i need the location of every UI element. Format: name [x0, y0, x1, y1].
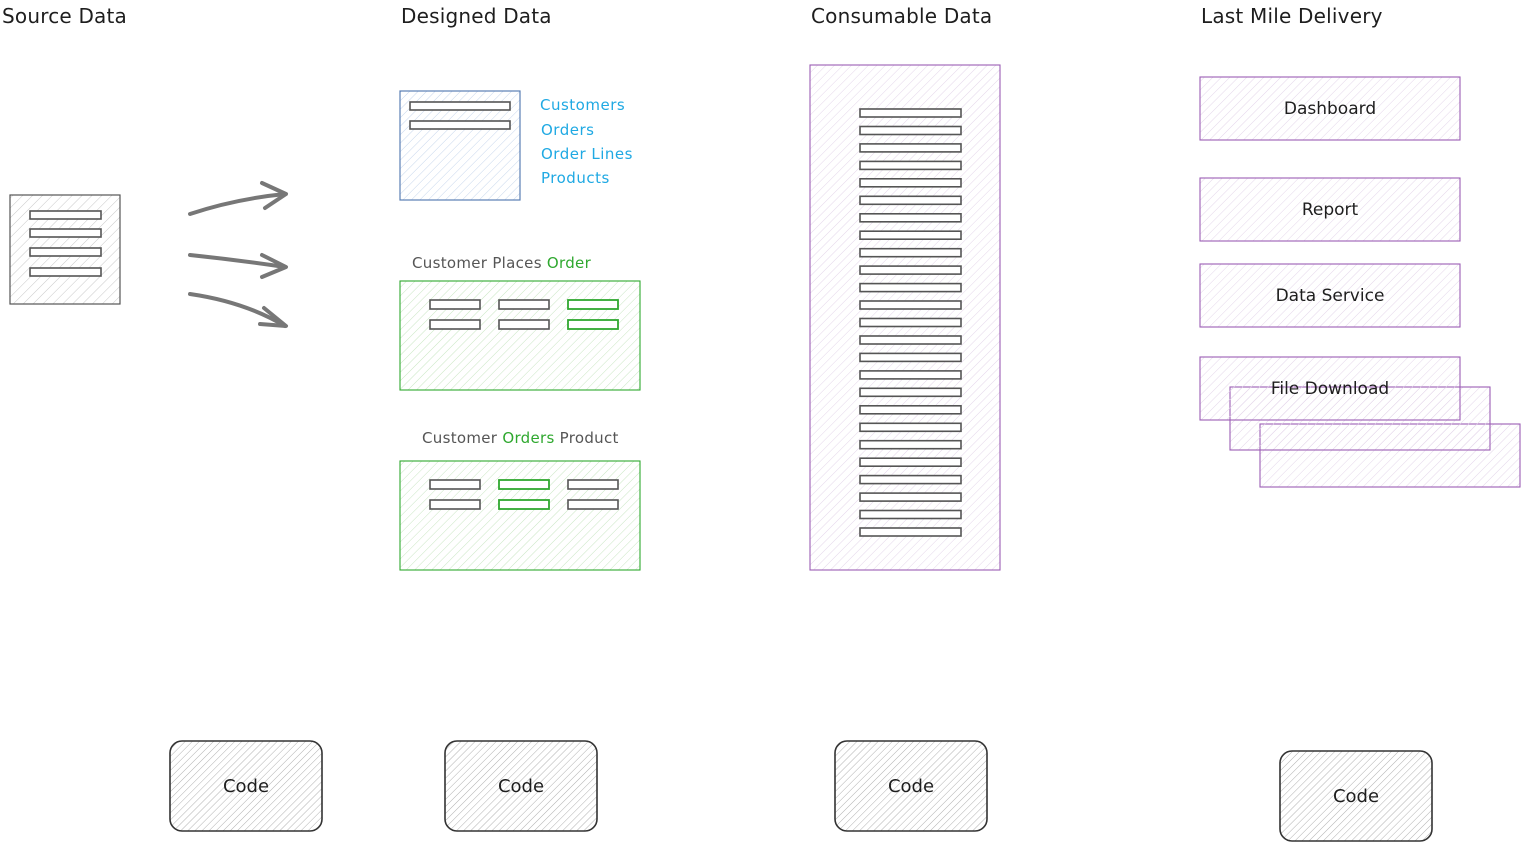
entity-label-order-lines: Order Lines	[541, 145, 633, 163]
consumable-table-row	[859, 370, 962, 380]
consumable-table-row	[859, 213, 962, 223]
fact-label-text: Customer	[422, 429, 503, 447]
consumable-table-row	[859, 439, 962, 450]
fact-label-places-order: Customer Places Order	[412, 254, 591, 272]
consumable-table-row	[859, 265, 962, 275]
fact-label-highlight: Orders	[502, 429, 555, 447]
fact-label-highlight: Order	[546, 254, 592, 272]
code-box	[444, 740, 598, 832]
fact-label-text: Customer Places	[412, 254, 547, 272]
consumable-table-row	[859, 160, 962, 171]
fact-table-places-order	[399, 280, 641, 391]
consumable-table-row	[859, 230, 962, 240]
entity-table-row	[409, 101, 511, 111]
file-download-box	[1199, 356, 1461, 421]
source-table-row	[29, 210, 102, 220]
source-table-row	[29, 228, 102, 238]
consumable-table-row	[859, 492, 962, 502]
consumable-table-row	[859, 474, 962, 485]
source-table	[9, 194, 121, 305]
fact-table-row	[567, 479, 619, 490]
fact-table-row	[429, 479, 481, 490]
consumable-table-row	[859, 317, 962, 328]
consumable-table-row	[859, 509, 962, 520]
consumable-table-row	[859, 143, 962, 153]
code-box	[169, 740, 323, 832]
source-table-row	[29, 247, 102, 257]
consumable-table-row	[859, 300, 962, 310]
consumable-table	[809, 64, 1001, 571]
fact-table-row	[567, 499, 619, 510]
consumable-table-row	[859, 527, 962, 537]
consumable-table-row	[859, 282, 962, 293]
arrow-icon	[188, 292, 288, 328]
consumable-table-row	[859, 457, 962, 468]
code-box	[1279, 750, 1433, 842]
consumable-table-row	[859, 108, 962, 118]
fact-table-row	[429, 319, 481, 330]
fact-table-row	[429, 499, 481, 510]
heading-last-mile-delivery: Last Mile Delivery	[1201, 4, 1383, 28]
entity-table	[399, 90, 521, 201]
consumable-table-row	[859, 335, 962, 345]
fact-table-orders-product	[399, 460, 641, 571]
fact-table-row-highlight	[498, 499, 550, 510]
file-download-stack	[1199, 356, 1521, 488]
consumable-table-row	[859, 195, 962, 206]
heading-designed-data: Designed Data	[401, 4, 552, 28]
heading-source-data: Source Data	[2, 4, 128, 28]
entity-label-customers: Customers	[540, 96, 626, 114]
entity-table-row	[409, 120, 511, 130]
fact-label-text: Product	[554, 429, 619, 447]
consumable-table-row	[859, 178, 962, 188]
fact-table-row	[498, 319, 550, 330]
consumable-table-row	[859, 352, 962, 363]
consumable-table-row	[859, 387, 962, 398]
code-box	[834, 740, 988, 832]
fact-table-row-highlight	[498, 479, 550, 490]
consumable-table-row	[859, 125, 962, 136]
report-box	[1199, 177, 1461, 242]
fact-label-orders-product: Customer Orders Product	[422, 429, 619, 447]
heading-consumable-data: Consumable Data	[811, 4, 993, 28]
arrow-icon	[188, 253, 288, 279]
fact-table-row	[429, 299, 481, 310]
entity-label-products: Products	[541, 169, 610, 187]
entity-label-orders: Orders	[541, 121, 595, 139]
fact-table-row	[498, 299, 550, 310]
consumable-table-row	[859, 422, 962, 433]
source-table-row	[29, 267, 102, 277]
consumable-table-row	[859, 404, 962, 415]
data-service-box	[1199, 263, 1461, 328]
dashboard-box	[1199, 76, 1461, 141]
arrow-icon	[188, 181, 288, 216]
fact-table-row-highlight	[567, 319, 619, 330]
fact-table-row-highlight	[567, 299, 619, 310]
consumable-table-row	[859, 247, 962, 258]
